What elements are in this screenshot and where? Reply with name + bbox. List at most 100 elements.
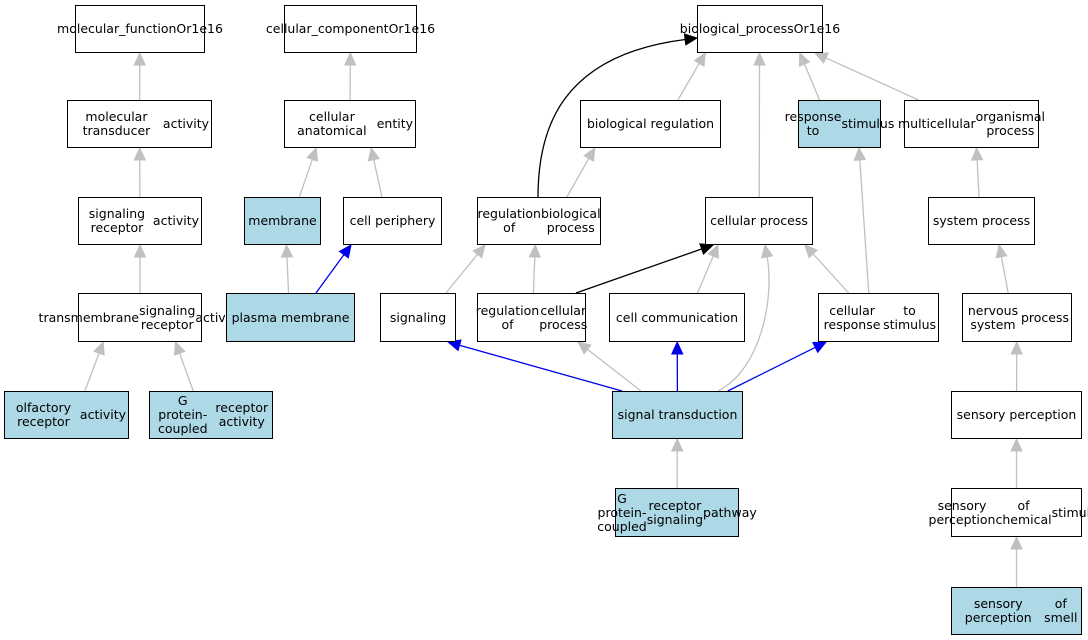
edge-sysp-to-mop (970, 146, 984, 198)
edge-ora-to-tsra (84, 340, 105, 392)
edge-arrowhead (813, 52, 829, 64)
edge-arrowhead (173, 340, 186, 356)
edge-arrowhead (1010, 340, 1023, 355)
node-label: pathway (703, 504, 757, 520)
node-label: cellular process (539, 302, 588, 332)
edge-sig-to-rbp (445, 244, 486, 294)
node-label: cellular process (710, 213, 808, 228)
edge-arrowhead (133, 146, 147, 161)
node-label: signal transduction (617, 407, 738, 422)
node-cell-periphery[interactable]: cell periphery (343, 197, 442, 245)
node-label: cellular anatomical (297, 109, 367, 138)
edge-arrowhead (306, 146, 319, 162)
node-label: Or1e16 (388, 21, 436, 36)
node-cell-communication[interactable]: cell communication (609, 293, 745, 342)
node-label: response to (784, 109, 842, 138)
edge-line (298, 158, 314, 198)
edge-arrowhead (133, 51, 146, 66)
node-label: signaling (389, 309, 447, 325)
edge-breg-to-bp (677, 51, 706, 101)
node-membrane[interactable]: membrane (244, 197, 321, 245)
node-label: plasma membrane (231, 309, 350, 325)
edge-st-to-ccomm (671, 340, 684, 392)
edge-line (1000, 255, 1009, 294)
edge-line (586, 348, 642, 392)
edge-sps-to-spcs (1010, 535, 1023, 587)
edge-line (859, 158, 870, 294)
edge-arrowhead (280, 243, 294, 258)
edge-mta-to-mf (133, 51, 146, 101)
node-system-process[interactable]: system process (928, 197, 1035, 245)
edge-arrowhead (761, 243, 774, 259)
node-label: receptor signaling (646, 497, 704, 527)
node-label: multicellular (897, 116, 976, 131)
edge-cper-to-cae (367, 146, 383, 198)
edge-arrowhead (367, 146, 381, 162)
node-label: molecular_function (57, 21, 177, 36)
edge-arrowhead (1010, 437, 1023, 452)
node-label: signaling receptor (88, 206, 146, 235)
edge-arrowhead (707, 243, 719, 259)
node-label: nervous system (967, 302, 1019, 332)
edge-line (803, 62, 821, 101)
edge-rts-to-bp (798, 51, 821, 101)
edge-arrowhead (753, 51, 766, 66)
edge-cae-to-cc (343, 51, 357, 101)
node-label: to stimulus (883, 302, 937, 332)
edge-arrowhead (133, 243, 147, 258)
node-sensory-perception[interactable]: sensory perception (951, 391, 1082, 439)
node-label: of chemical (995, 497, 1052, 527)
edge-line (84, 352, 100, 392)
node-label: Or1e16 (176, 21, 223, 36)
edge-st-to-crts (727, 341, 828, 392)
edge-line (811, 252, 850, 294)
node-label: organismal process (975, 109, 1046, 138)
node-signaling[interactable]: signaling (380, 293, 456, 342)
edge-line (458, 344, 623, 392)
edge-crts-to-cproc (804, 244, 850, 294)
edge-arrowhead (338, 244, 352, 259)
edge-crts-to-rts (853, 146, 870, 294)
node-label: G protein-coupled (597, 490, 647, 534)
edge-gpcrsp-to-st (670, 437, 684, 489)
edge-line (717, 255, 770, 392)
edge-ccomm-to-cproc (696, 243, 719, 294)
node-signal-transduction[interactable]: signal transduction (612, 391, 743, 439)
edge-line (178, 352, 194, 392)
edge-line (677, 62, 701, 101)
node-biological-regulation[interactable]: biological regulation (580, 100, 721, 148)
node-cellular-process[interactable]: cellular process (705, 197, 813, 245)
node-plasma-membrane[interactable]: plasma membrane (226, 293, 355, 342)
node-label: regulation of (477, 206, 541, 235)
edge-line (976, 158, 980, 198)
node-label: sensory perception (956, 407, 1077, 422)
node-label: activity (162, 116, 209, 131)
edge-mop-to-bp (813, 52, 919, 101)
node-label: sensory perception (964, 596, 1032, 625)
node-label: Or1e16 (793, 21, 841, 36)
node-label: process (1020, 309, 1069, 325)
edge-arrowhead (693, 51, 706, 67)
edge-arrowhead (995, 243, 1008, 259)
edge-line (727, 346, 817, 392)
node-label: system process (932, 213, 1031, 228)
